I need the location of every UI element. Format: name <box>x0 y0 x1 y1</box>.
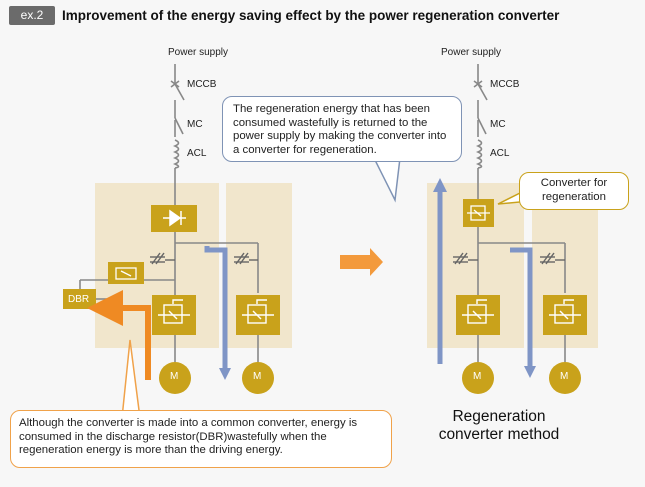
left-capacitor-icon <box>150 252 175 265</box>
left-acl-label: ACL <box>187 148 207 159</box>
right-power-supply-label: Power supply <box>441 47 502 58</box>
inverter-icon <box>158 299 190 324</box>
inverter-icon-3 <box>462 299 494 324</box>
right-dc-bus <box>477 227 566 362</box>
transistor-icon <box>115 267 137 280</box>
right-motor-1 <box>462 362 494 394</box>
converter-icon <box>467 205 490 221</box>
inverter-icon-4 <box>549 299 581 324</box>
right-capacitor-icon <box>453 252 478 265</box>
left-mccb-icon <box>170 80 185 101</box>
right-motor-2-label: M <box>560 371 569 382</box>
left-power-supply-label: Power supply <box>168 47 229 58</box>
right-mccb-label: MCCB <box>490 79 520 90</box>
diode-icon <box>163 209 186 227</box>
left-mccb-label: MCCB <box>187 79 217 90</box>
regeneration-note-bubble: The regeneration energy that has been co… <box>222 96 462 162</box>
inverter-icon-2 <box>242 299 274 324</box>
right-capacitor-icon-2 <box>540 252 565 265</box>
left-motor-2-label: M <box>253 371 262 382</box>
common-converter-note-bubble: Although the converter is made into a co… <box>10 410 392 468</box>
transition-arrow <box>340 248 383 276</box>
left-motor-1 <box>159 362 191 394</box>
dbr-label: DBR <box>68 294 90 305</box>
method-caption: Regeneration converter method <box>438 408 560 443</box>
right-motor-1-label: M <box>473 371 482 382</box>
right-mccb-icon <box>473 80 488 101</box>
converter-note-bubble: Converter for regeneration <box>519 172 629 210</box>
right-acl-coil-icon <box>475 139 483 169</box>
right-mc-label: MC <box>490 119 506 130</box>
left-capacitor-icon-2 <box>234 252 258 265</box>
right-motor-2 <box>549 362 581 394</box>
example-badge: ex.2 <box>9 6 55 25</box>
left-acl-coil-icon <box>172 139 180 169</box>
right-mc-icon <box>477 117 487 135</box>
regeneration-note-text: The regeneration energy that has been co… <box>233 103 447 156</box>
top-callout-pointer <box>373 157 401 203</box>
left-mc-label: MC <box>187 119 203 130</box>
right-acl-label: ACL <box>490 148 510 159</box>
left-driving-flow-arrow <box>204 246 228 368</box>
left-regeneration-flow-arrow <box>87 290 151 380</box>
left-motor-1-label: M <box>170 371 179 382</box>
page-title: Improvement of the energy saving effect … <box>62 8 560 23</box>
common-converter-note-text: Although the converter is made into a co… <box>19 417 358 456</box>
converter-note-text: Converter for regeneration <box>540 177 608 203</box>
bottom-callout-pointer <box>121 339 141 419</box>
left-motor-2 <box>242 362 274 394</box>
left-mc-icon <box>174 117 184 135</box>
right-driving-flow-arrow <box>510 247 533 368</box>
